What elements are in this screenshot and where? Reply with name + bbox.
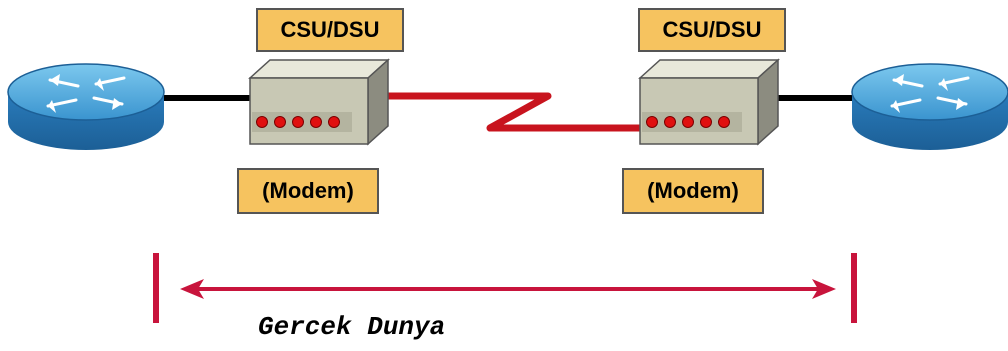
left-modem-icon bbox=[248, 58, 390, 146]
modem-label-left: (Modem) bbox=[237, 168, 379, 214]
csu-dsu-label-right: CSU/DSU bbox=[638, 8, 786, 52]
left-span-marker bbox=[153, 253, 159, 323]
right-router-icon bbox=[851, 63, 1008, 150]
right-modem-icon bbox=[638, 58, 780, 146]
span-double-arrow bbox=[180, 279, 836, 299]
right-span-marker bbox=[851, 253, 857, 323]
modem-label-right: (Modem) bbox=[622, 168, 764, 214]
span-caption: Gercek Dunya bbox=[258, 312, 446, 342]
serial-wan-link bbox=[384, 92, 640, 132]
csu-dsu-label-left: CSU/DSU bbox=[256, 8, 404, 52]
left-router-icon bbox=[7, 63, 165, 150]
